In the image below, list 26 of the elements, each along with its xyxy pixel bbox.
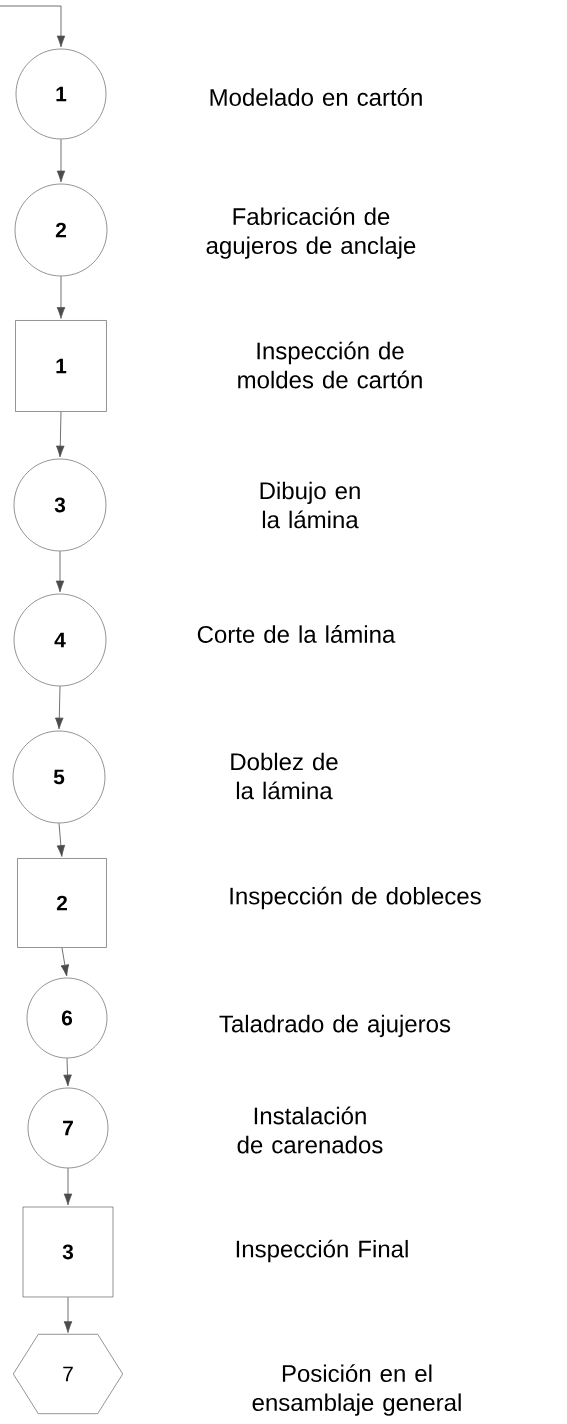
step-description: Fabricación de agujeros de anclaje (206, 207, 416, 259)
arrow (55, 685, 64, 730)
step-description: Dibujo en la lámina (260, 481, 360, 529)
arrow (56, 138, 66, 183)
arrow (63, 1057, 72, 1087)
inspection-square: 3 (22, 1206, 114, 1298)
step-description: Inspección de moldes de cartón (238, 341, 422, 389)
step-description: Instalación de carenados (237, 1106, 383, 1154)
assembly-hexagon: 7 (13, 1334, 123, 1414)
step-description: Taladrado de ajujeros (219, 1014, 451, 1038)
arrow (0, 5, 66, 48)
inspection-square: 2 (17, 858, 107, 948)
arrow (60, 947, 70, 977)
arrow (56, 411, 65, 458)
step-description: Doblez de la lámina (231, 752, 338, 800)
step-description: Modelado en cartón (210, 88, 422, 106)
arrow (56, 822, 66, 857)
arrow (56, 275, 66, 319)
arrow (63, 1167, 73, 1206)
step-description: Posición en el ensamblaje general (252, 1364, 461, 1416)
arrow (55, 550, 65, 593)
step-description: Corte de la lámina (197, 625, 396, 643)
step-description: Inspección de dobleces (230, 886, 481, 910)
arrow (63, 1296, 73, 1333)
step-description: Inspección Final (236, 1239, 408, 1263)
inspection-square: 1 (15, 320, 107, 412)
